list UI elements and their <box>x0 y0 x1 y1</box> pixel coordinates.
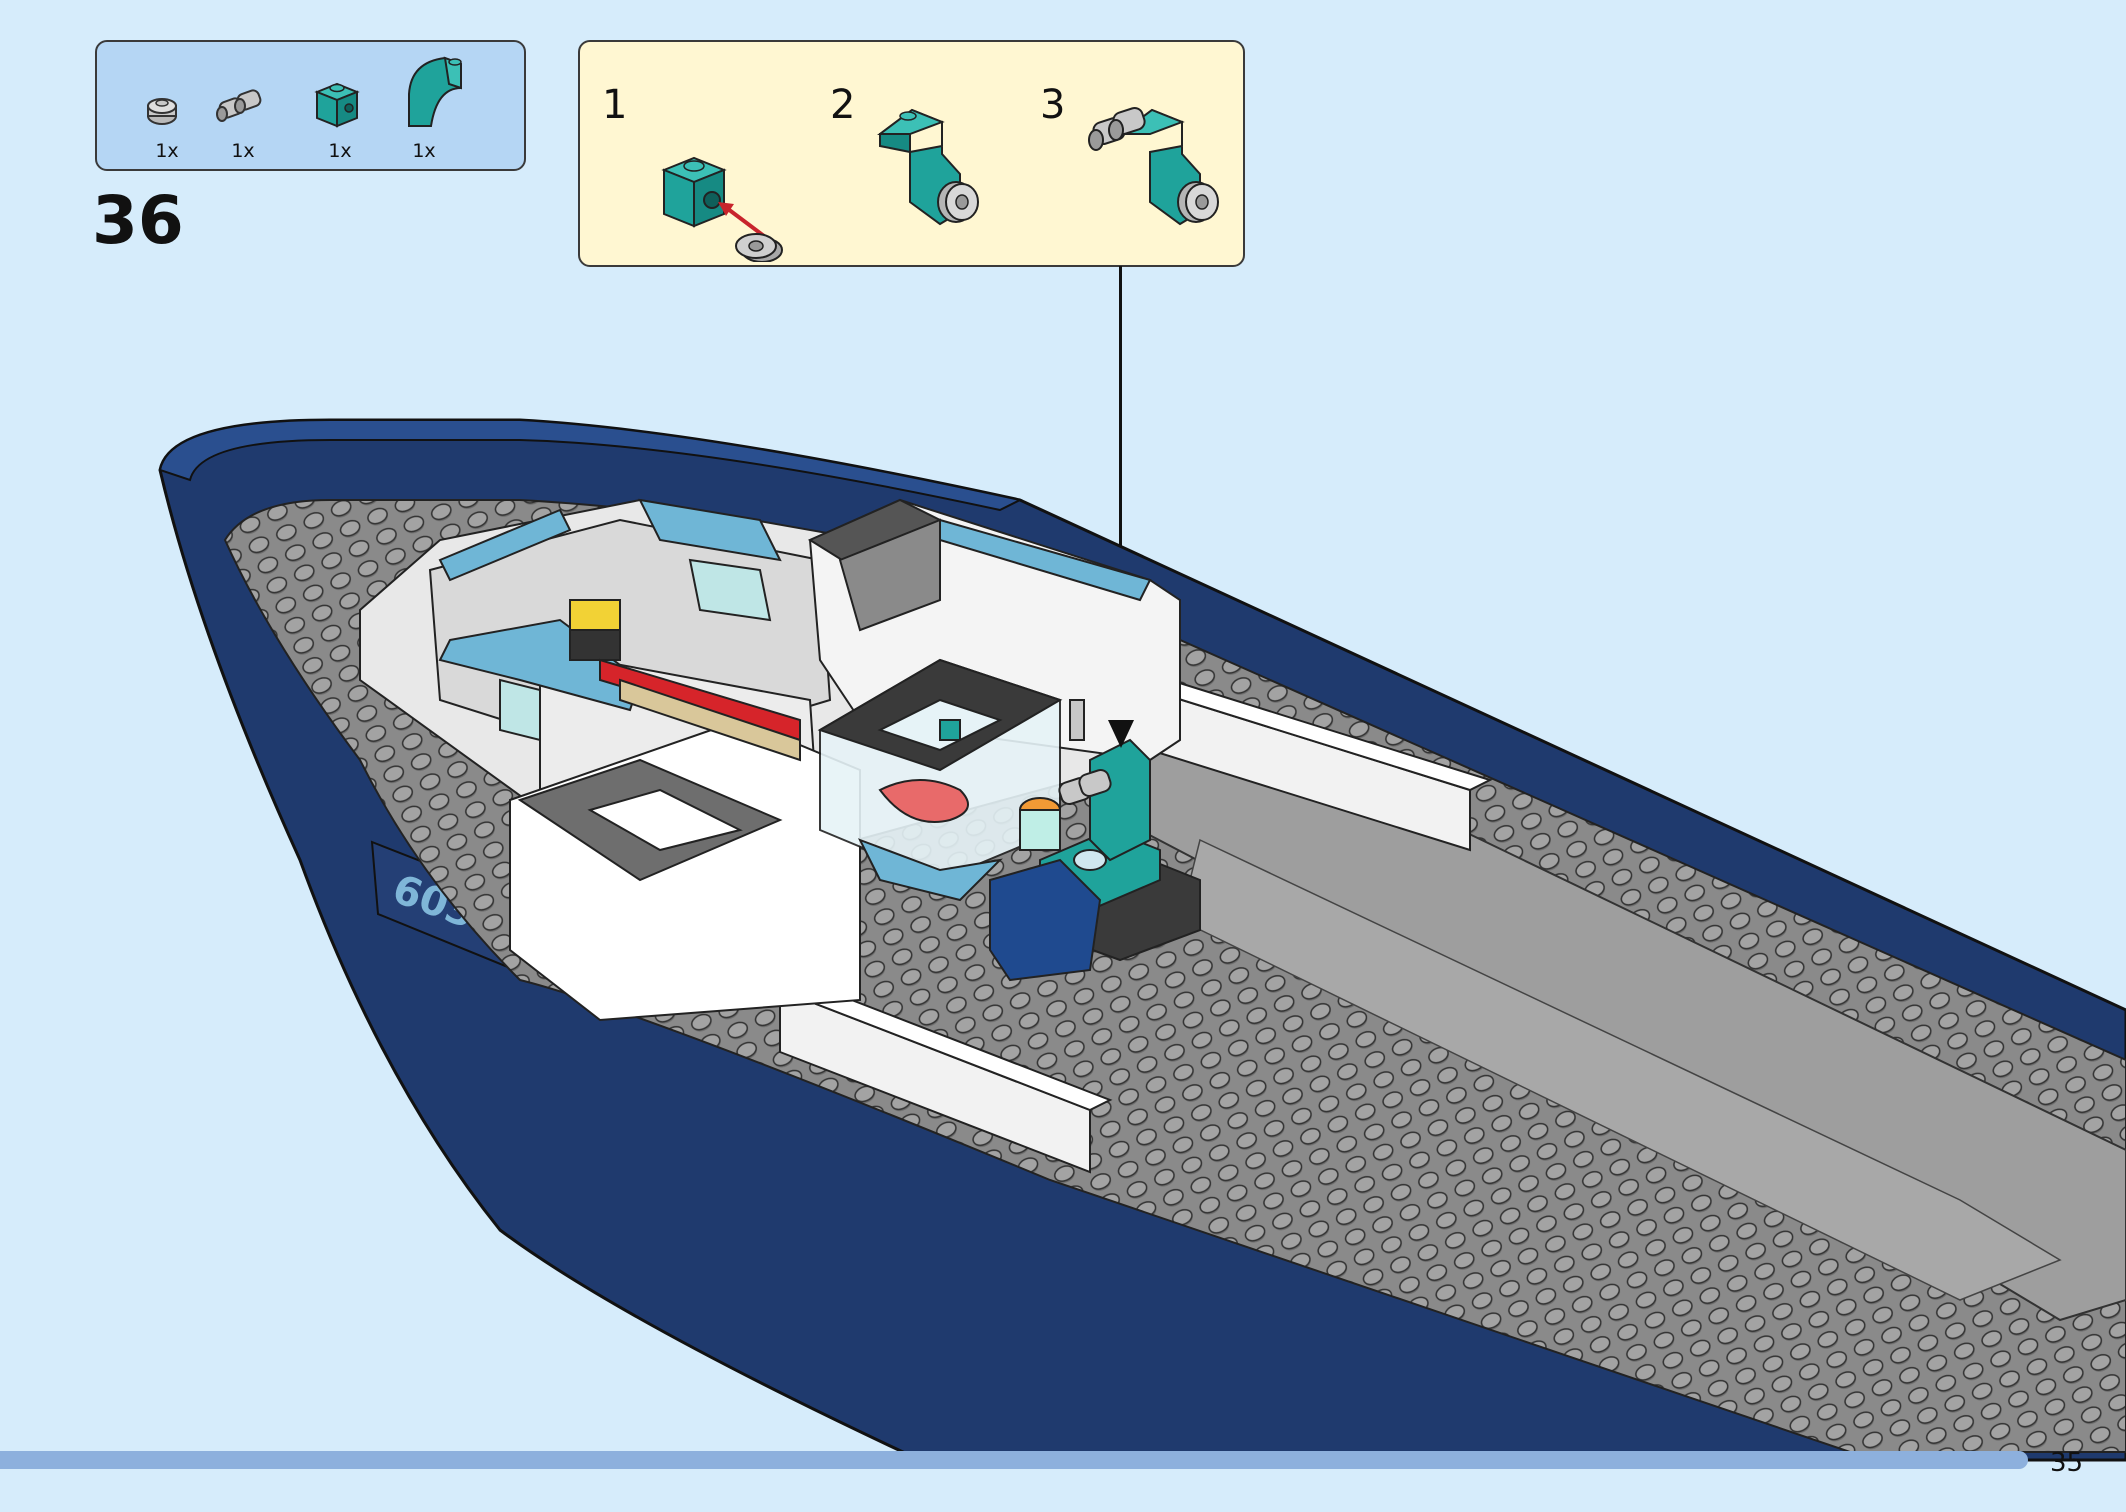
sub-step-number: 2 <box>830 82 856 128</box>
progress-bar <box>0 1451 2028 1469</box>
part-qty: 1x <box>231 140 255 162</box>
binoculars-gray-icon <box>216 89 262 122</box>
round-plate-gray-icon <box>147 98 177 125</box>
sub-step-3: 3 <box>1040 82 1240 262</box>
sub-step-number: 1 <box>602 82 628 128</box>
boat-cabin <box>359 498 1181 1022</box>
page-number: 35 <box>2050 1448 2084 1478</box>
part-qty: 1x <box>412 140 436 162</box>
step-number: 36 <box>92 182 184 259</box>
part-item: 1x <box>132 56 202 162</box>
parts-list-box: 1x 1x 1x 1x <box>95 40 526 171</box>
callout-line <box>1119 266 1122 736</box>
lab-aquarium <box>817 658 1063 902</box>
part-item: 1x <box>397 48 467 162</box>
hull-number: 60368 <box>387 866 534 957</box>
teal-bracket-assembly-icon <box>877 108 979 226</box>
sub-step-number: 3 <box>1040 82 1066 128</box>
boat-hull <box>158 418 2126 1462</box>
curved-slope-teal-icon <box>408 56 462 127</box>
boat-deck <box>223 499 2126 1453</box>
sub-step-2: 2 <box>830 82 1030 262</box>
sub-step-1: 1 <box>602 82 802 262</box>
part-qty: 1x <box>328 140 352 162</box>
brick-teal-with-stud-icon <box>314 82 360 128</box>
microscope-assembly <box>989 699 1201 982</box>
hull-number-plate <box>370 840 522 974</box>
part-qty: 1x <box>155 140 179 162</box>
deck-railing <box>777 678 1493 1174</box>
binoculars-on-teal-assembly-icon <box>1088 106 1219 226</box>
part-item: 1x <box>305 56 375 162</box>
part-item: 1x <box>208 56 278 162</box>
teal-brick-attach-gray-plate-icon <box>661 156 783 262</box>
sub-assembly-box: 1 2 3 <box>578 40 1245 267</box>
